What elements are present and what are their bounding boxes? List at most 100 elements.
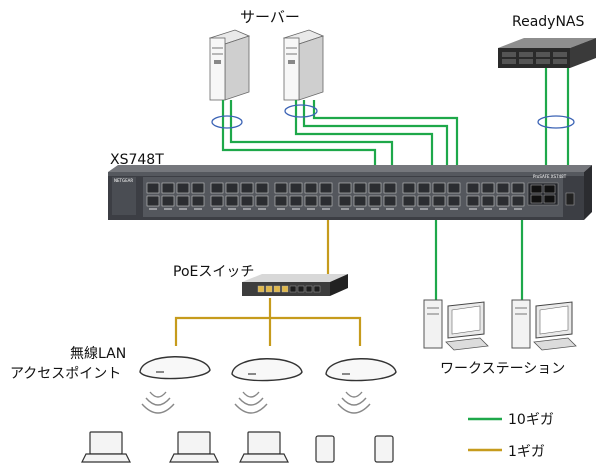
ethernet-port xyxy=(191,195,205,207)
port-number-mark xyxy=(228,208,236,210)
port-number-mark xyxy=(341,208,349,210)
wifi-signal-icon xyxy=(141,391,371,414)
ethernet-port xyxy=(368,182,382,194)
ethernet-port xyxy=(432,195,446,207)
sfp-port xyxy=(530,194,543,204)
workstations-label: ワークステーション xyxy=(440,361,566,377)
ethernet-port xyxy=(368,195,382,207)
port-number-mark xyxy=(450,208,458,210)
ethernet-port xyxy=(240,195,254,207)
switch-brand-logo: NETGEAR xyxy=(114,178,134,183)
port-number-mark xyxy=(371,208,379,210)
ethernet-port xyxy=(176,195,190,207)
readynas-label: ReadyNAS xyxy=(512,14,585,30)
ethernet-port xyxy=(240,182,254,194)
laptop-icon xyxy=(81,431,289,463)
ethernet-port xyxy=(304,182,318,194)
ethernet-port xyxy=(289,195,303,207)
ethernet-port xyxy=(481,182,495,194)
legend-1g-label: 1ギガ xyxy=(508,444,545,460)
ethernet-port xyxy=(304,195,318,207)
poe-port xyxy=(305,285,313,293)
workstation-1 xyxy=(423,299,489,351)
ethernet-port xyxy=(225,195,239,207)
ethernet-port xyxy=(383,182,397,194)
ethernet-port xyxy=(319,195,333,207)
server-tower-2 xyxy=(282,29,325,101)
ethernet-port xyxy=(466,182,480,194)
workstation-2 xyxy=(511,299,577,351)
port-number-mark xyxy=(420,208,428,210)
poe-port xyxy=(273,285,281,293)
ethernet-port xyxy=(353,182,367,194)
switch-model-badge: ProSAFE XS748T xyxy=(533,174,567,179)
access-point-1 xyxy=(139,356,211,380)
ethernet-port xyxy=(496,182,510,194)
ethernet-port xyxy=(338,195,352,207)
port-number-mark xyxy=(405,208,413,210)
link-aggregation-rings xyxy=(211,104,575,129)
port-number-mark xyxy=(307,208,315,210)
tablet-icon xyxy=(315,435,394,463)
port-number-mark xyxy=(243,208,251,210)
port-number-mark xyxy=(322,208,330,210)
port-number-mark xyxy=(258,208,266,210)
port-number-mark xyxy=(469,208,477,210)
ethernet-port xyxy=(481,195,495,207)
poe-port xyxy=(297,285,305,293)
access-point-3 xyxy=(325,358,397,382)
legend-10g-label: 10ギガ xyxy=(508,412,554,428)
port-number-mark xyxy=(514,208,522,210)
ethernet-port xyxy=(319,182,333,194)
ethernet-port xyxy=(274,182,288,194)
ethernet-port xyxy=(255,182,269,194)
ethernet-port xyxy=(255,195,269,207)
server-tower-1 xyxy=(208,29,251,101)
ethernet-port xyxy=(402,182,416,194)
servers-label: サーバー xyxy=(240,8,300,26)
ethernet-port xyxy=(191,182,205,194)
access-points-label-line1: 無線LAN xyxy=(70,346,127,362)
poe-switch-label: PoEスイッチ xyxy=(173,264,255,280)
ethernet-port xyxy=(383,195,397,207)
ethernet-port xyxy=(466,195,480,207)
sfp-port xyxy=(543,194,556,204)
port-number-mark xyxy=(149,208,157,210)
ethernet-port xyxy=(289,182,303,194)
port-number-mark xyxy=(277,208,285,210)
port-number-mark xyxy=(386,208,394,210)
ethernet-port xyxy=(417,195,431,207)
port-number-mark xyxy=(179,208,187,210)
port-number-mark xyxy=(499,208,507,210)
xs748t-switch xyxy=(108,165,592,220)
ethernet-port xyxy=(161,195,175,207)
access-point-2 xyxy=(231,358,303,382)
poe-port xyxy=(265,285,273,293)
ethernet-port xyxy=(274,195,288,207)
ethernet-port xyxy=(161,182,175,194)
poe-ports xyxy=(257,285,321,293)
port-number-mark xyxy=(435,208,443,210)
port-grid xyxy=(146,182,525,207)
ethernet-port xyxy=(176,182,190,194)
ethernet-port xyxy=(496,195,510,207)
ethernet-port xyxy=(417,182,431,194)
port-number-mark xyxy=(194,208,202,210)
port-number-mark xyxy=(484,208,492,210)
port-number-labels xyxy=(149,208,522,210)
sfp-port xyxy=(530,184,543,194)
poe-port xyxy=(289,285,297,293)
ethernet-port xyxy=(210,195,224,207)
ethernet-port xyxy=(402,195,416,207)
sfp-port xyxy=(543,184,556,194)
ethernet-port xyxy=(210,182,224,194)
poe-port xyxy=(257,285,265,293)
poe-port xyxy=(281,285,289,293)
access-points-label-line2: アクセスポイント xyxy=(10,366,122,382)
readynas-device xyxy=(498,38,596,68)
port-number-mark xyxy=(164,208,172,210)
sfp-ports xyxy=(530,184,556,204)
ethernet-port xyxy=(432,182,446,194)
switch-label: XS748T xyxy=(110,152,164,168)
